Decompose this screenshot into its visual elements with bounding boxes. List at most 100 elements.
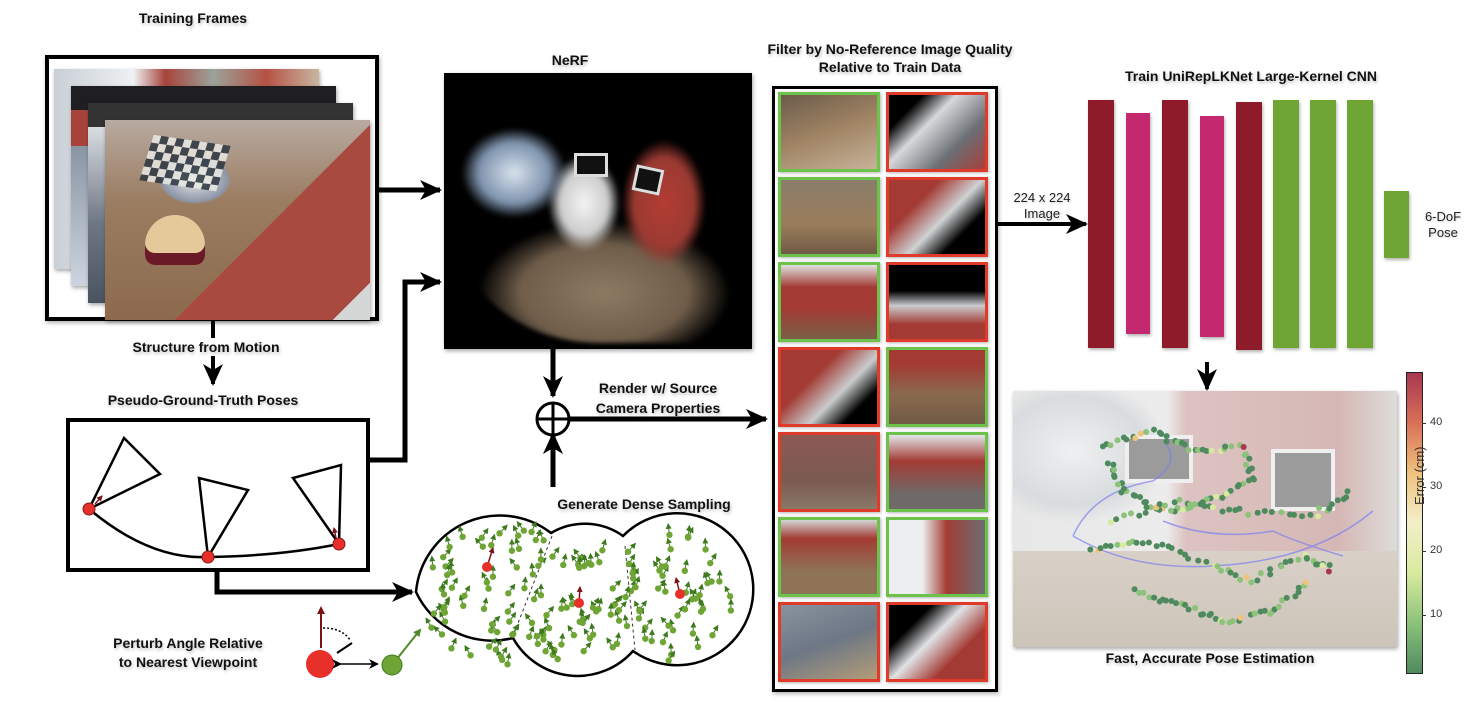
sfm-label: Structure from Motion: [132, 339, 280, 355]
sample-camera-dot: [716, 578, 723, 585]
filter-tile-reject: [886, 262, 988, 342]
pose-estimate-point: [1240, 480, 1247, 487]
sample-camera-dot: [504, 661, 511, 668]
sample-camera-dot: [615, 617, 623, 624]
pose-estimate-point: [1185, 447, 1192, 454]
reference-camera-dot: [306, 650, 334, 678]
arrow-poses-to-nerf: [368, 272, 442, 463]
arrow-poses-to-sampling: [214, 570, 414, 602]
sample-camera-dot: [623, 622, 631, 630]
sample-camera-dot: [665, 657, 672, 664]
pose-estimate-point: [1181, 441, 1188, 448]
sampling-outline: [414, 512, 755, 678]
filter-tile-reject: [886, 602, 988, 682]
result-monitor-2: [1271, 449, 1335, 511]
pose-estimate-point: [1194, 447, 1201, 454]
sample-camera-dot: [440, 591, 448, 598]
filter-tile-keep: [778, 177, 880, 257]
pose-estimate-point: [1267, 571, 1274, 578]
sample-camera-dot: [493, 628, 501, 636]
pose-estimate-point: [1087, 546, 1094, 553]
sample-camera-dot: [529, 571, 537, 578]
sample-camera-dot: [549, 553, 556, 560]
pose-estimate-point: [1261, 607, 1268, 614]
pose-estimate-point: [1222, 443, 1229, 450]
sample-camera-dot: [674, 612, 681, 619]
sample-camera-dot: [642, 635, 649, 642]
camera-frustum-2: [197, 476, 250, 561]
sample-camera-dot: [689, 630, 697, 637]
sample-camera-dot: [441, 603, 448, 611]
anchor-camera-2: [574, 598, 584, 608]
sample-camera-dot: [428, 624, 435, 631]
sample-camera-dot: [492, 646, 500, 653]
pose-estimate-point: [1295, 556, 1302, 563]
pose-estimate-point: [1151, 426, 1158, 433]
pose-estimate-point: [1174, 439, 1181, 446]
sample-camera-dot: [665, 622, 672, 629]
sample-camera-dot: [629, 570, 636, 577]
cnn-input-label-line1: 224 x 224: [1013, 190, 1071, 205]
combine-operator-icon: [535, 401, 571, 437]
cnn-layer-fc: [1310, 100, 1336, 348]
pose-estimate-point: [1151, 594, 1158, 601]
perturb-arrow-3: [332, 527, 338, 539]
nerf-title: NeRF: [551, 52, 589, 68]
pose-estimate-point: [1171, 499, 1178, 506]
sample-camera-dot: [504, 608, 512, 615]
sample-camera-dot: [576, 564, 583, 571]
pose-estimate-point: [1316, 505, 1323, 512]
colorbar-tick: [1422, 423, 1426, 425]
colorbar-tick-label: 10: [1430, 607, 1443, 620]
pose-estimate-point: [1167, 507, 1174, 514]
pose-estimate-point: [1185, 606, 1192, 613]
pose-estimate-point: [1240, 444, 1247, 451]
pose-estimate-point: [1303, 554, 1310, 561]
sample-camera-dot: [558, 641, 565, 648]
pose-estimate-point: [1295, 589, 1302, 596]
sample-camera-dot: [681, 567, 688, 575]
pose-estimate-point: [1291, 511, 1298, 518]
sample-camera-dot: [506, 618, 513, 625]
sample-camera-dot: [515, 545, 523, 553]
colorbar-tick: [1422, 550, 1426, 552]
pose-estimate-point: [1107, 519, 1114, 526]
sample-camera-dot: [497, 653, 505, 661]
sample-camera-dot: [535, 562, 542, 570]
pose-estimate-point: [1236, 505, 1243, 512]
perturb-legend: [306, 606, 422, 678]
pose-estimate-point: [1232, 572, 1239, 579]
dense-sampling-title: Generate Dense Sampling: [557, 496, 731, 512]
sample-camera-dot: [560, 561, 567, 569]
sample-camera-dot: [530, 596, 538, 603]
pose-estimate-point: [1133, 539, 1140, 546]
pose-estimate-point: [1163, 438, 1170, 445]
pose-estimate-point: [1195, 557, 1202, 564]
pose-estimate-point: [1267, 566, 1274, 573]
pose-estimate-point: [1254, 509, 1261, 516]
pose-estimate-point: [1227, 569, 1234, 576]
pose-estimate-point: [1143, 504, 1150, 511]
pose-estimate-point: [1168, 545, 1175, 552]
sample-camera-dot: [622, 593, 629, 601]
sample-camera-dot: [528, 619, 536, 627]
pose-estimate-point: [1173, 600, 1180, 607]
result-caption: Fast, Accurate Pose Estimation: [1105, 650, 1315, 666]
sample-camera-dot: [554, 655, 561, 663]
pose-estimate-point: [1213, 493, 1220, 500]
sample-camera-dot: [580, 562, 588, 570]
sample-camera-dot: [513, 564, 520, 571]
pose-estimate-point: [1176, 496, 1183, 503]
pose-estimate-point: [1107, 542, 1114, 549]
sample-camera-dot: [478, 534, 485, 541]
sample-camera-dot: [707, 559, 714, 567]
pose-estimate-point: [1295, 584, 1302, 591]
pose-estimate-point: [1234, 483, 1241, 490]
pose-estimate-point: [1319, 562, 1326, 569]
pose-estimate-point: [1303, 579, 1310, 586]
training-frames-title: Training Frames: [138, 10, 248, 26]
sample-camera-dot: [684, 533, 692, 540]
sample-camera-dot: [662, 588, 669, 595]
sample-camera-dot: [589, 604, 597, 611]
pose-estimate-point: [1145, 539, 1152, 546]
